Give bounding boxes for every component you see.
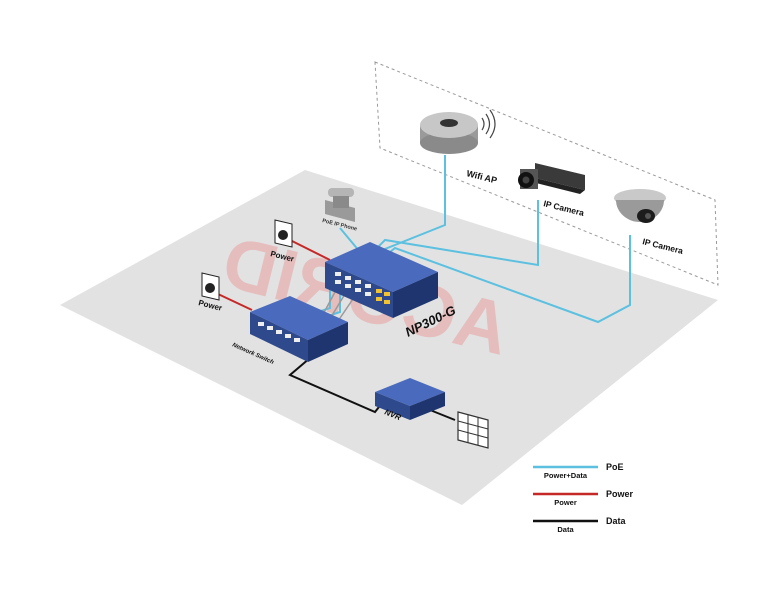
wifi-ap-label: Wifi AP	[466, 168, 499, 185]
network-switch	[250, 296, 348, 362]
wifi-signal-icon	[481, 109, 496, 139]
ip-camera-dome	[614, 189, 666, 223]
monitor-grid-icon	[457, 411, 489, 449]
poe-switch-ports	[335, 272, 371, 296]
power-cable-2	[217, 293, 253, 311]
legend-sublabel: Data	[557, 525, 574, 534]
legend-label: PoE	[606, 462, 624, 472]
power-outlet-icon	[201, 272, 220, 301]
floor-plane	[60, 170, 718, 505]
poe-switch-ports-lit	[376, 289, 390, 304]
legend-item: PoE Power+Data	[533, 462, 624, 480]
power-cables	[217, 240, 331, 311]
ip-phone-icon	[325, 188, 355, 222]
nvr	[375, 378, 445, 420]
power-cable-1	[291, 240, 331, 261]
poe-switch	[325, 242, 438, 318]
poe-device-region	[374, 61, 719, 286]
ip-camera-2-label: IP Camera	[642, 236, 685, 256]
ip-camera-1-label: IP Camera	[543, 198, 586, 218]
wifi-ap	[420, 109, 496, 154]
network-switch-ports	[258, 322, 300, 342]
data-cable-nvr-monitor	[429, 409, 456, 421]
legend-sublabel: Power+Data	[544, 471, 588, 480]
ip-camera-box	[518, 163, 585, 194]
legend-label: Data	[606, 516, 627, 526]
power-outlet-icon	[274, 219, 293, 248]
legend-sublabel: Power	[554, 498, 577, 507]
legend-label: Power	[606, 489, 634, 499]
